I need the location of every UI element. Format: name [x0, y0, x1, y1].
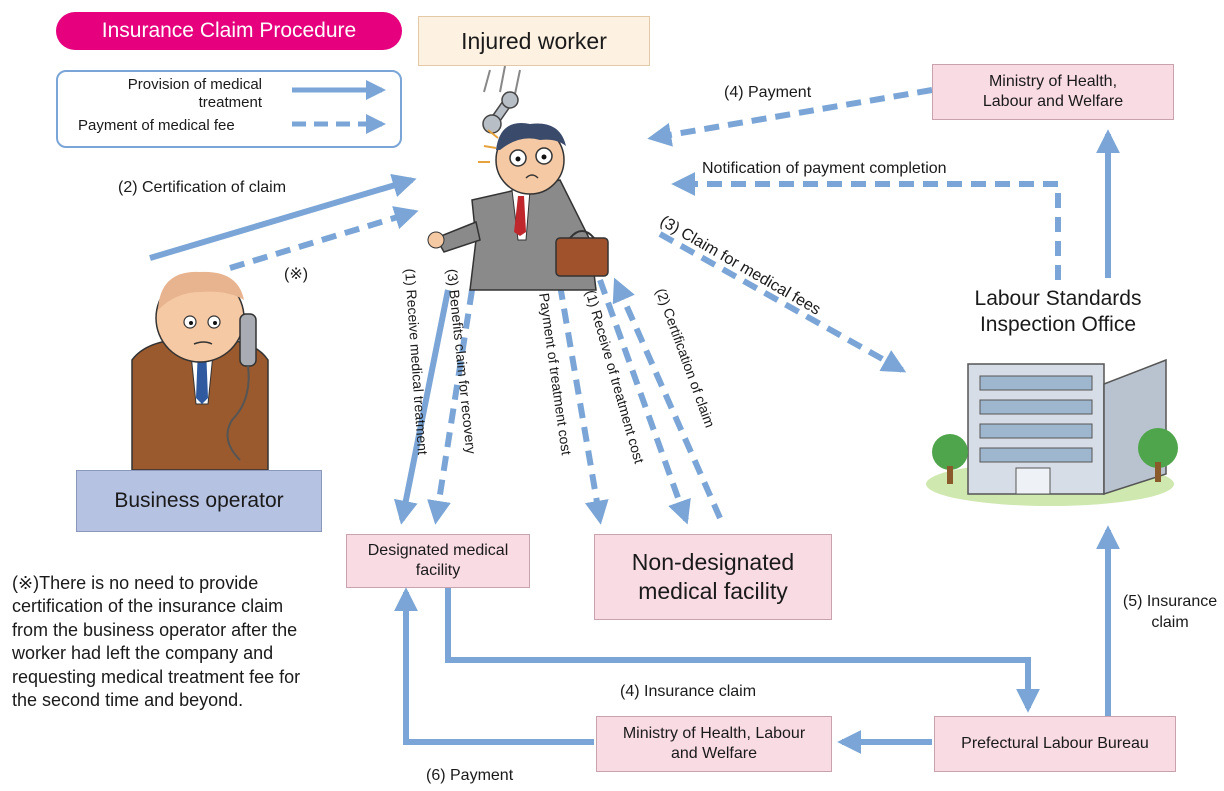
legend-solid-label: Provision of medical treatment	[127, 76, 262, 111]
label-insurance-claim-4: (4) Insurance claim	[620, 683, 757, 700]
footnote: (※)There is no need to provide certifica…	[12, 573, 301, 710]
label-certification-left: (2) Certification of claim	[118, 179, 287, 196]
prefectural-bureau-box: Prefectural Labour Bureau	[934, 716, 1176, 772]
arrow-claim-medical-fees	[658, 231, 907, 373]
arrow-benefits-claim	[427, 289, 475, 525]
arrow-certification-left	[149, 173, 417, 261]
arrow-receive-treatment-cost	[597, 278, 691, 525]
mhlw-top-text: Ministry of Health, Labour and Welfare	[982, 73, 1124, 110]
business-operator-box: Business operator	[76, 470, 322, 532]
mhlw-top-box: Ministry of Health, Labour and Welfare	[932, 64, 1174, 120]
building-illustration	[926, 358, 1178, 506]
wrench-icon	[482, 65, 521, 134]
label-note-mark: (※)	[284, 266, 309, 283]
arrow-notification	[671, 172, 1061, 280]
injured-worker-box: Injured worker	[418, 16, 650, 66]
label-payment-4-top: (4) Payment	[724, 84, 812, 101]
business-operator-text: Business operator	[114, 488, 284, 512]
designated-facility-text: Designated medical facility	[367, 542, 509, 579]
arrow-payment-6	[394, 587, 594, 745]
arrow-payment-treatment-cost	[557, 284, 609, 525]
title-text: Insurance Claim Procedure	[101, 18, 357, 42]
label-notification: Notification of payment completion	[702, 160, 947, 177]
injured-worker-text: Injured worker	[461, 27, 607, 54]
prefectural-bureau-text: Prefectural Labour Bureau	[961, 735, 1149, 752]
non-designated-facility-box: Non-designated medical facility	[594, 534, 832, 620]
mhlw-bottom-text: Ministry of Health, Labour and Welfare	[622, 725, 806, 762]
label-payment-6: (6) Payment	[426, 767, 514, 784]
designated-facility-box: Designated medical facility	[346, 534, 530, 588]
lsio-title: Labour Standards Inspection Office	[974, 287, 1142, 337]
arrow-certification-right	[612, 277, 723, 520]
arrow-insurance-claim-4	[445, 588, 1040, 713]
title-badge: Insurance Claim Procedure	[56, 12, 402, 50]
arrow-note-dashed	[229, 206, 419, 271]
arrow-receive-treatment	[393, 289, 451, 525]
legend-box	[56, 70, 402, 148]
injured-worker-illustration	[427, 123, 609, 291]
business-operator-illustration	[131, 271, 269, 471]
label-insurance-claim-5: (5) Insurance claim	[1122, 593, 1218, 631]
non-designated-facility-text: Non-designated medical facility	[631, 549, 795, 604]
legend-dashed-label: Payment of medical fee	[78, 117, 235, 134]
mhlw-bottom-box: Ministry of Health, Labour and Welfare	[596, 716, 832, 772]
